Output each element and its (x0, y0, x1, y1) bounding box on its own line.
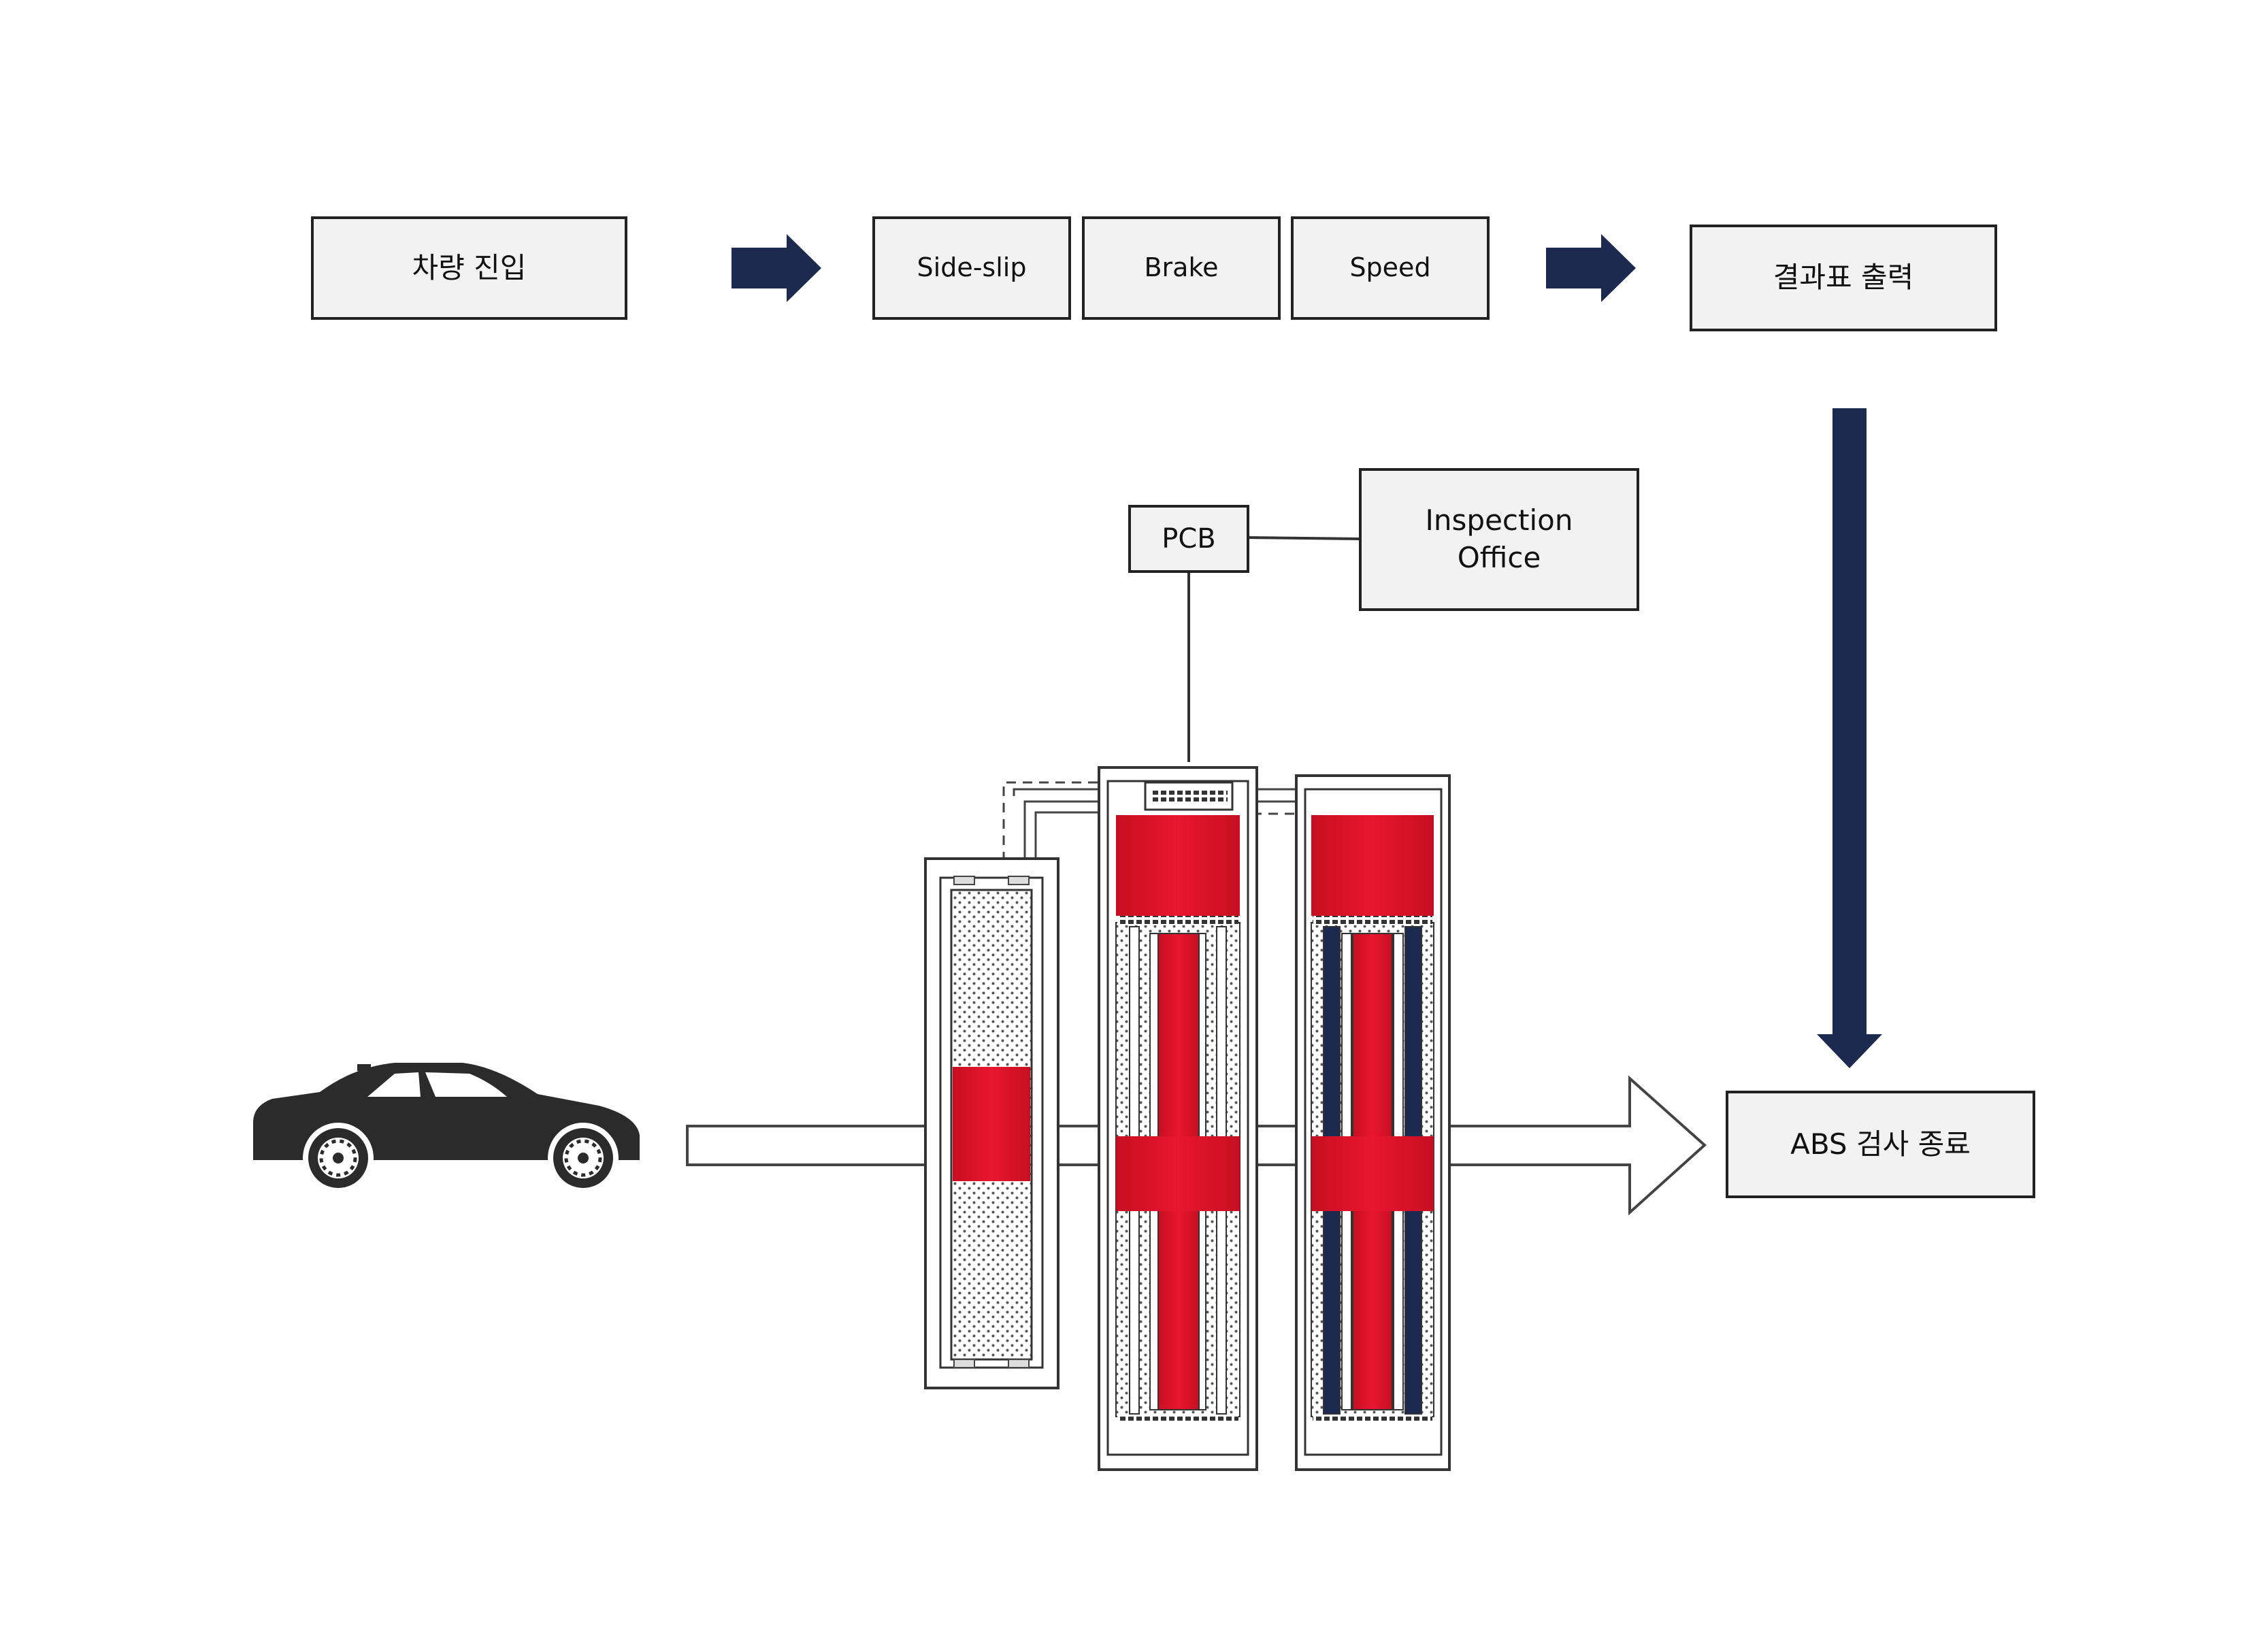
pcb-label: PCB (1162, 523, 1216, 555)
step-brake: Brake (1082, 216, 1281, 320)
step-brake-label: Brake (1144, 252, 1219, 283)
step-abs-test-end-label: ABS 검사 종료 (1790, 1127, 1971, 1161)
step-result-output-label: 결과표 출력 (1773, 261, 1914, 295)
pcb-box: PCB (1128, 505, 1249, 573)
arrow-right-icon (732, 234, 821, 302)
step-speed: Speed (1291, 216, 1490, 320)
brake-tester (1098, 766, 1258, 1471)
step-vehicle-entry: 차량 진입 (311, 216, 627, 320)
wheel-icon (548, 1123, 619, 1193)
step-speed-label: Speed (1349, 252, 1431, 283)
arrow-right-icon (1546, 234, 1636, 302)
step-vehicle-entry-label: 차량 진입 (412, 250, 527, 284)
step-result-output: 결과표 출력 (1690, 225, 1997, 331)
inspection-office-label: Inspection Office (1425, 503, 1573, 574)
side-slip-tester (924, 857, 1059, 1389)
step-abs-test-end: ABS 검사 종료 (1726, 1091, 2035, 1198)
step-side-slip: Side-slip (872, 216, 1071, 320)
arrow-down-icon (1817, 408, 1882, 1068)
inspection-office-box: Inspection Office (1359, 468, 1639, 611)
step-side-slip-label: Side-slip (917, 252, 1027, 283)
connector-lines (1187, 536, 1360, 762)
speed-tester (1295, 774, 1451, 1471)
wheel-icon (303, 1123, 374, 1193)
car-icon (253, 1063, 640, 1193)
